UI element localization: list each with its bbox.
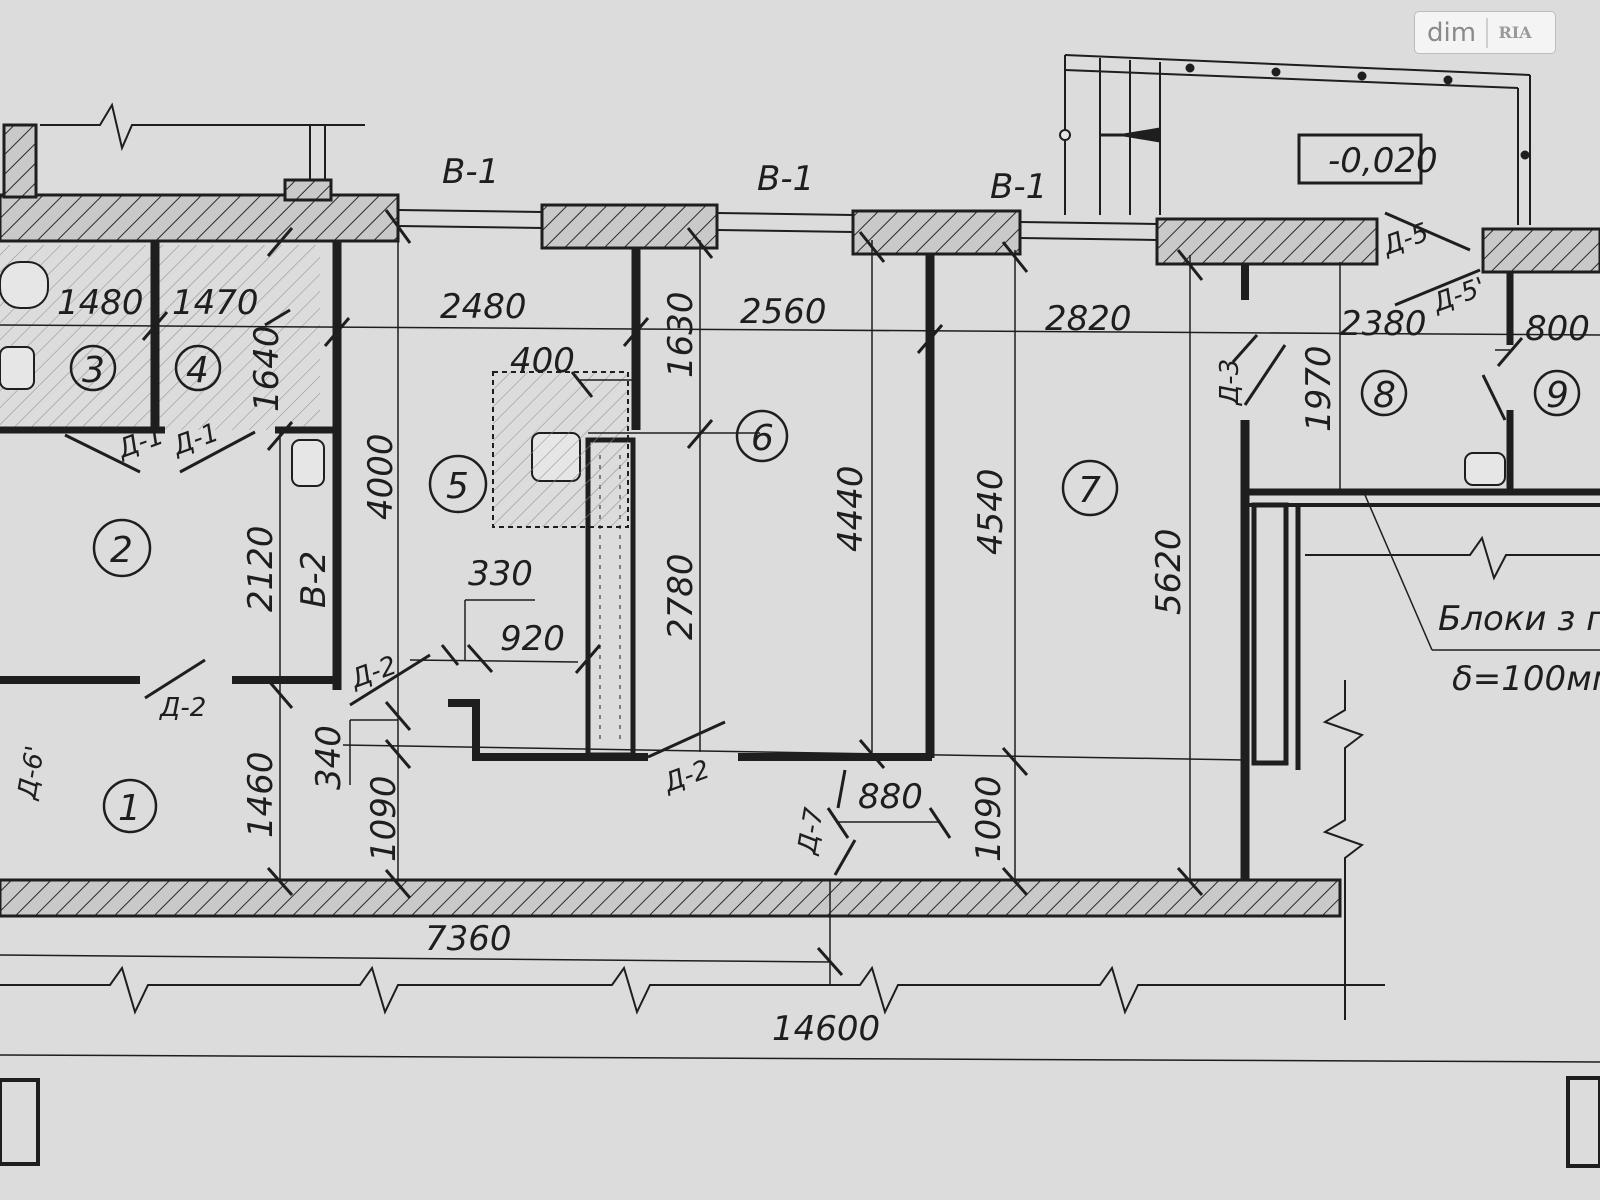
exterior-walls [0,123,1600,918]
dim-4440: 4440 [831,465,871,552]
dim-2380: 2380 [1340,304,1427,344]
dim-4540: 4540 [971,468,1011,555]
dim-880: 880 [858,777,923,817]
note-line1: Блоки з п [1438,599,1600,639]
note-leader [1364,494,1600,651]
dim-7360: 7360 [425,919,512,959]
dim-1090a: 1090 [364,775,404,862]
dim-920: 920 [500,619,565,659]
room-2: 2 [110,530,133,571]
dim-5620: 5620 [1149,528,1189,615]
room-7: 7 [1078,470,1101,511]
entrance-platform [1059,54,1531,225]
door-label-d7: Д-7 [792,805,830,857]
dim-400: 400 [510,341,575,381]
door-swings [64,211,1507,876]
dim-340: 340 [309,725,349,790]
door-label-d3: Д-3 [1215,359,1245,406]
break-lines [0,102,1600,1020]
window-openings [397,209,1158,241]
room-markers [69,344,1581,834]
labels: -0,020 В-1 В-1 В-1 В-2 Д-1 Д-1 Д-2 Д-2 Д… [12,141,1600,1049]
door-label-d2b: Д-2 [346,651,401,695]
room-5: 5 [446,466,469,507]
door-label-d2c: Д-2 [659,755,714,799]
dim-2780: 2780 [661,553,701,640]
door-label-d6p: Д-6' [12,743,51,802]
dim-1460: 1460 [241,751,281,838]
note-line2: δ=100мм [1452,659,1600,699]
watermark-text: dim [1427,17,1477,48]
dim-2480: 2480 [440,287,527,327]
door-label-d5p: Д-5' [1428,272,1489,319]
dim-2820: 2820 [1045,299,1132,339]
watermark-badge: dim RIA [1414,11,1556,54]
dim-330: 330 [468,554,533,594]
dim-1480: 1480 [57,283,144,323]
window-label-2: В-1 [757,159,814,199]
dim-1470: 1470 [172,283,259,323]
sanitary-fixtures [0,261,1506,528]
dim-1630: 1630 [661,291,701,378]
door-label-d2a: Д-2 [159,693,206,723]
level-mark: -0,020 [1328,141,1438,181]
dim-2560: 2560 [740,292,827,332]
window-label-1: В-1 [442,152,499,192]
dim-1640: 1640 [247,325,287,412]
dimension-lines [0,225,1600,1063]
dim-2120: 2120 [241,525,281,612]
room-1: 1 [118,788,141,829]
dim-14600: 14600 [772,1009,880,1049]
dim-1970: 1970 [1299,345,1339,432]
room-4: 4 [186,350,209,391]
room-9: 9 [1546,375,1569,416]
ria-logo-icon: RIA [1486,17,1542,48]
dimension-ticks [141,209,1524,976]
window-label-3: В-1 [990,167,1047,207]
axis-markers [0,1076,1600,1168]
door-label-d5: Д-5 [1378,218,1433,262]
dim-4000: 4000 [361,433,401,520]
dim-800: 800 [1525,309,1590,349]
room-3: 3 [82,350,105,391]
room-8: 8 [1373,375,1396,416]
dim-1090b: 1090 [969,775,1009,862]
window-label-b2: В-2 [294,551,334,608]
room-6: 6 [751,418,774,459]
